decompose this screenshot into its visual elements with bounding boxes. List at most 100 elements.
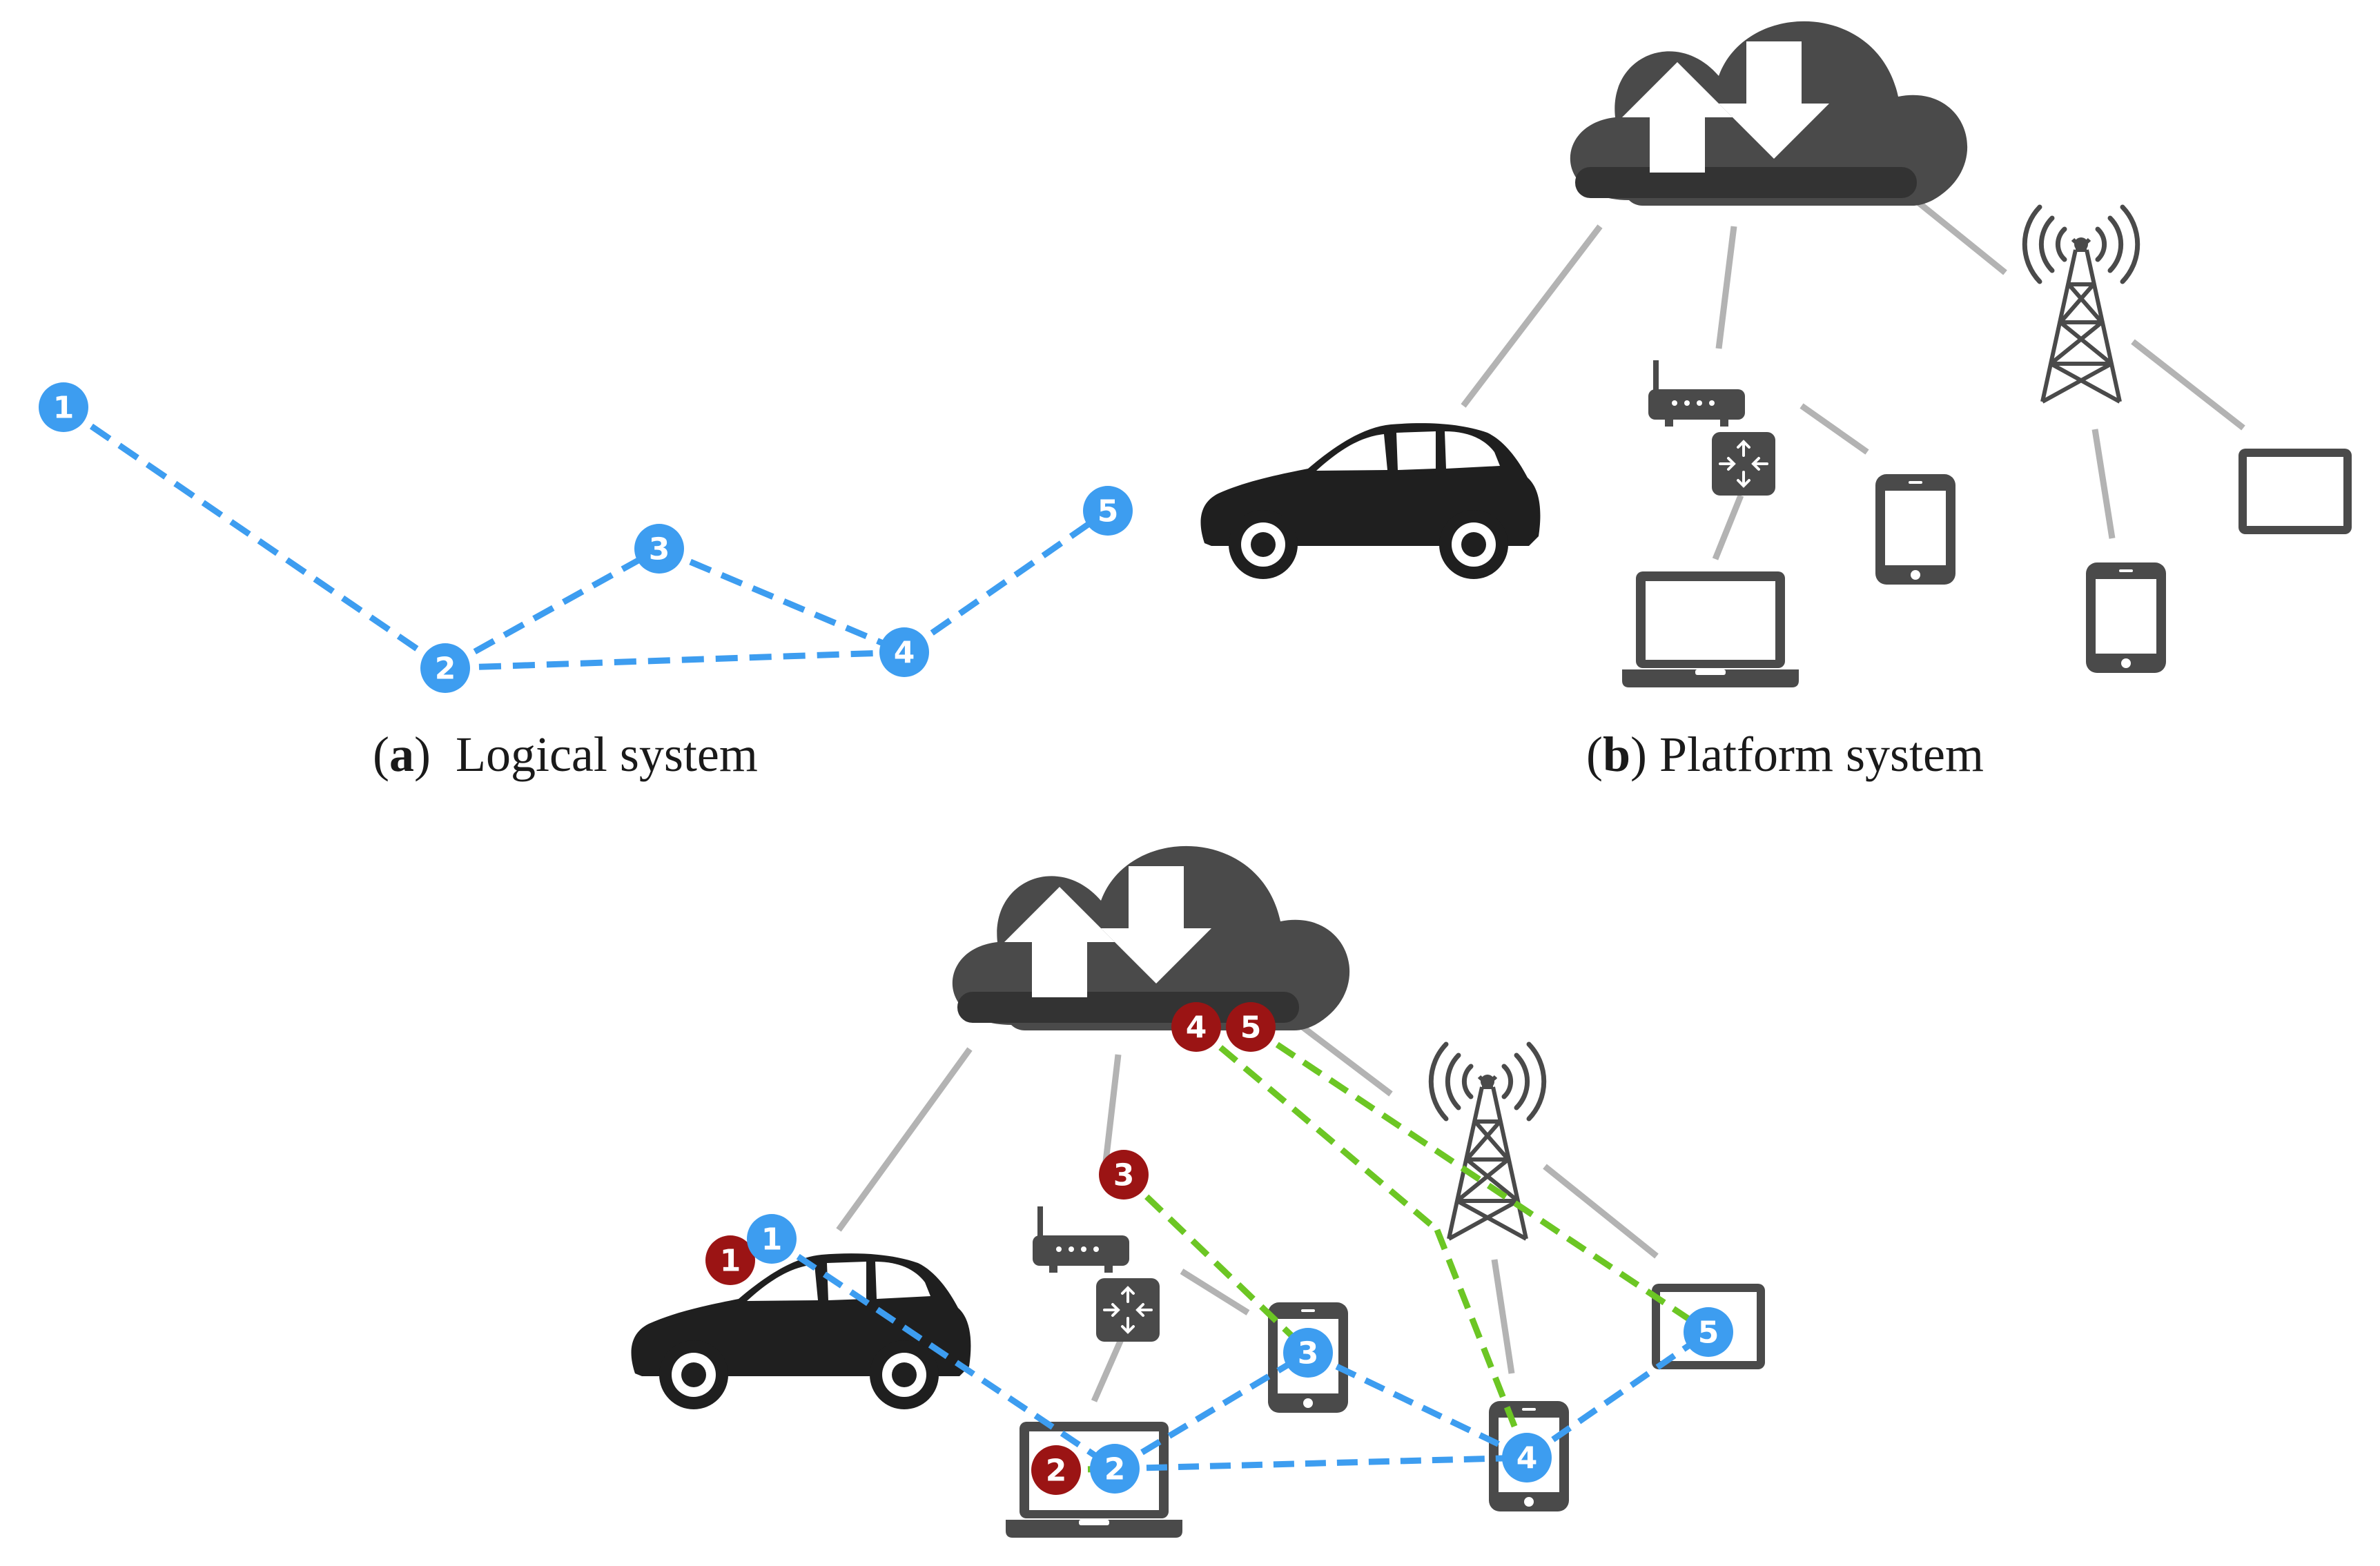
mapping-blue-node-2: 2 (1090, 1444, 1140, 1494)
caption-a-tag: a (389, 727, 414, 782)
cloud-icon (1570, 21, 1968, 206)
logical-node-1-label: 1 (53, 391, 75, 426)
link-router-laptop (1091, 1332, 1127, 1402)
cloud-icon (952, 845, 1350, 1030)
link-cloud-router (1715, 226, 1737, 349)
edge-4-5 (902, 508, 1110, 655)
mapping-platform-links (836, 1022, 1659, 1402)
phone-icon (1875, 474, 1955, 585)
mapping-blue-node-3-label: 3 (1298, 1336, 1319, 1371)
logical-node-5: 5 (1083, 486, 1133, 536)
link-cloud-tower (1298, 1022, 1393, 1097)
mapping-red-node-2: 2 (1031, 1445, 1081, 1495)
mapping-blue-node-3-circle (1283, 1328, 1333, 1378)
mapping-blue-node-5: 5 (1684, 1307, 1733, 1357)
laptop-icon (1622, 571, 1799, 687)
mapping-red-node-5-label: 5 (1240, 1010, 1262, 1046)
map-link-5 (1249, 1024, 1710, 1335)
car-icon (631, 1253, 971, 1409)
mapping-blue-node-5-label: 5 (1698, 1315, 1719, 1351)
caption-a-text: Logical system (455, 727, 758, 782)
caption-b-tag: b (1602, 727, 1631, 782)
edge-2-3 (443, 546, 661, 671)
map-link-3 (1121, 1172, 1311, 1354)
link-tower-tablet (2131, 339, 2245, 431)
router-icon (1031, 1205, 1161, 1343)
caption-b: (b) Platform system (1586, 727, 1984, 782)
mapping-red-node-5-circle (1226, 1002, 1276, 1052)
mapping-red-node-2-label: 2 (1046, 1454, 1067, 1489)
panel-b-platform-system (1200, 21, 2352, 687)
mapping-red-node-4: 4 (1171, 1002, 1221, 1052)
edge-1-2 (770, 1236, 1117, 1471)
antenna-tower-icon (2025, 207, 2137, 402)
edge-4-5 (1525, 1329, 1710, 1460)
logical-edges (61, 404, 1110, 672)
logical-node-2-label: 2 (435, 652, 456, 687)
map-link-4b (1434, 1229, 1530, 1459)
logical-node-1: 1 (39, 382, 88, 432)
logical-node-2-circle (420, 643, 470, 693)
edge-2-3 (1113, 1350, 1310, 1471)
link-tower-phone (1491, 1259, 1515, 1374)
link-tower-phone (2091, 429, 2116, 539)
logical-nodes: 1 2 3 4 5 (39, 382, 1133, 693)
car-icon (1200, 423, 1541, 579)
link-cloud-car (1461, 224, 1603, 408)
mapping-blue-node-2-circle (1090, 1444, 1140, 1494)
platform-links (1461, 197, 2245, 560)
logical-node-3-label: 3 (649, 532, 670, 567)
logical-node-3-circle (634, 524, 684, 574)
logical-node-1-circle (39, 382, 88, 432)
caption-a: (a) Logical system (373, 727, 758, 782)
mapping-red-node-4-label: 4 (1186, 1010, 1207, 1046)
logical-node-2: 2 (420, 643, 470, 693)
link-cloud-tower (1913, 197, 2007, 275)
logical-node-5-label: 5 (1098, 494, 1119, 529)
mapping-blue-node-5-circle (1684, 1307, 1733, 1357)
edge-3-4 (1307, 1349, 1528, 1461)
mapping-red-node-3: 3 (1099, 1150, 1149, 1200)
tablet-icon (2238, 449, 2352, 534)
mapping-blue-node-4-circle (1502, 1433, 1552, 1482)
caption-b-text: Platform system (1659, 727, 1984, 782)
mapping-red-node-1: 1 (705, 1235, 755, 1285)
link-router-phone (1799, 403, 1869, 455)
mapping-blue-node-3: 3 (1283, 1328, 1333, 1378)
mapping-blue-node-4-label: 4 (1516, 1441, 1538, 1476)
mapping-red-node-1-label: 1 (720, 1244, 741, 1279)
mapping-red-node-3-label: 3 (1113, 1158, 1135, 1193)
link-tower-tablet (1543, 1164, 1659, 1259)
logical-node-4-label: 4 (894, 636, 915, 671)
edge-1-2 (61, 404, 447, 671)
logical-node-5-circle (1083, 486, 1133, 536)
logical-node-4-circle (879, 627, 929, 677)
edge-3-4 (658, 545, 906, 656)
mapping-blue-node-4: 4 (1502, 1433, 1552, 1482)
panel-a-logical-system: 1 2 3 4 5 (39, 382, 1133, 693)
link-cloud-router (1101, 1054, 1122, 1174)
link-cloud-car (836, 1047, 973, 1232)
link-router-phone (1180, 1269, 1250, 1315)
mapping-red-node-5: 5 (1226, 1002, 1276, 1052)
mapping-red-node-2-circle (1031, 1445, 1081, 1495)
map-link-4a (1194, 1024, 1439, 1233)
logical-node-3: 3 (634, 524, 684, 574)
mapping-blue-node-1: 1 (747, 1214, 797, 1264)
mapping-blue-node-2-label: 2 (1104, 1452, 1126, 1487)
link-router-laptop (1712, 494, 1744, 560)
phone-icon (2086, 562, 2166, 673)
mapping-blue-node-1-label: 1 (761, 1222, 783, 1257)
mapping-red-node-3-circle (1099, 1150, 1149, 1200)
mapping-blue-node-1-circle (747, 1214, 797, 1264)
mapping-logical-edges (770, 1236, 1710, 1472)
mapping-red-node-1-circle (705, 1235, 755, 1285)
edge-2-4 (445, 649, 905, 672)
logical-node-4: 4 (879, 627, 929, 677)
router-icon (1647, 359, 1777, 497)
mapping-red-node-4-circle (1171, 1002, 1221, 1052)
